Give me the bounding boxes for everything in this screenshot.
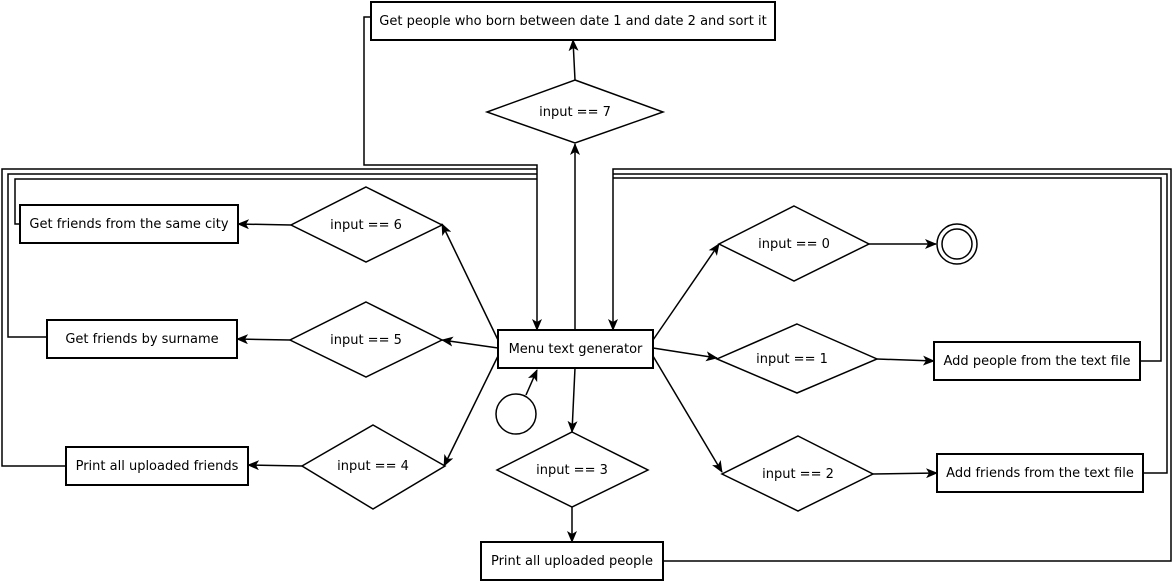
decision-4: input == 4 <box>300 424 447 510</box>
node-add-friends-label: Add friends from the text file <box>946 466 1134 481</box>
node-same-city: Get friends from the same city <box>19 204 239 244</box>
node-by-surname-label: Get friends by surname <box>65 332 218 347</box>
decision-0: input == 0 <box>717 205 871 282</box>
edge-d1-to-add-people <box>876 355 935 366</box>
node-add-friends: Add friends from the text file <box>936 453 1144 493</box>
node-print-friends-label: Print all uploaded friends <box>76 459 239 474</box>
node-menu-label: Menu text generator <box>509 342 643 357</box>
decision-6: input == 6 <box>289 186 444 263</box>
edge-d7-to-born <box>568 39 579 81</box>
node-add-people-label: Add people from the text file <box>944 354 1131 369</box>
edge-menu-to-d1 <box>652 347 718 362</box>
edge-surname-return <box>7 173 537 338</box>
decision-3: input == 3 <box>495 431 650 508</box>
node-same-city-label: Get friends from the same city <box>29 217 228 232</box>
edge-print-friends-return <box>1 168 537 467</box>
decision-6-label: input == 6 <box>330 218 402 233</box>
edge-menu-to-d6 <box>441 223 499 341</box>
end-node <box>936 223 978 265</box>
node-print-friends: Print all uploaded friends <box>65 446 249 486</box>
edge-menu-to-d3 <box>567 367 578 433</box>
decision-0-label: input == 0 <box>758 237 830 252</box>
edge-menu-to-d2 <box>652 355 723 473</box>
node-add-people: Add people from the text file <box>933 341 1141 381</box>
edge-menu-to-d5 <box>441 336 499 349</box>
edge-d4-to-print-friends <box>247 460 303 471</box>
edge-d5-to-surname <box>236 334 291 345</box>
decision-1: input == 1 <box>715 323 879 394</box>
decision-3-label: input == 3 <box>536 463 608 478</box>
edge-start-to-menu <box>525 369 538 396</box>
decision-2-label: input == 2 <box>762 467 834 482</box>
edge-print-people-return <box>608 168 1172 562</box>
edge-born-return <box>363 16 542 331</box>
start-node <box>495 393 537 435</box>
decision-5-label: input == 5 <box>330 333 402 348</box>
decision-2: input == 2 <box>720 435 875 512</box>
decision-4-label: input == 4 <box>337 459 409 474</box>
node-born-between: Get people who born between date 1 and d… <box>370 1 776 41</box>
node-print-people: Print all uploaded people <box>480 541 664 581</box>
edge-d2-to-add-friends <box>872 468 938 479</box>
node-print-people-label: Print all uploaded people <box>491 554 653 569</box>
edge-d6-to-city <box>237 219 292 230</box>
edges <box>1 16 1172 562</box>
decision-7-label: input == 7 <box>539 105 611 120</box>
edge-menu-to-d4 <box>443 355 499 467</box>
node-born-between-label: Get people who born between date 1 and d… <box>379 14 766 29</box>
edge-menu-to-d0 <box>652 243 720 341</box>
edge-add-friends-return <box>613 173 1168 474</box>
decision-5: input == 5 <box>288 301 444 378</box>
edge-city-return <box>14 178 537 225</box>
decision-1-label: input == 1 <box>756 352 828 367</box>
decision-7: input == 7 <box>484 79 666 144</box>
node-by-surname: Get friends by surname <box>46 319 238 359</box>
node-menu: Menu text generator <box>497 329 654 369</box>
edge-add-people-return <box>613 177 1162 362</box>
